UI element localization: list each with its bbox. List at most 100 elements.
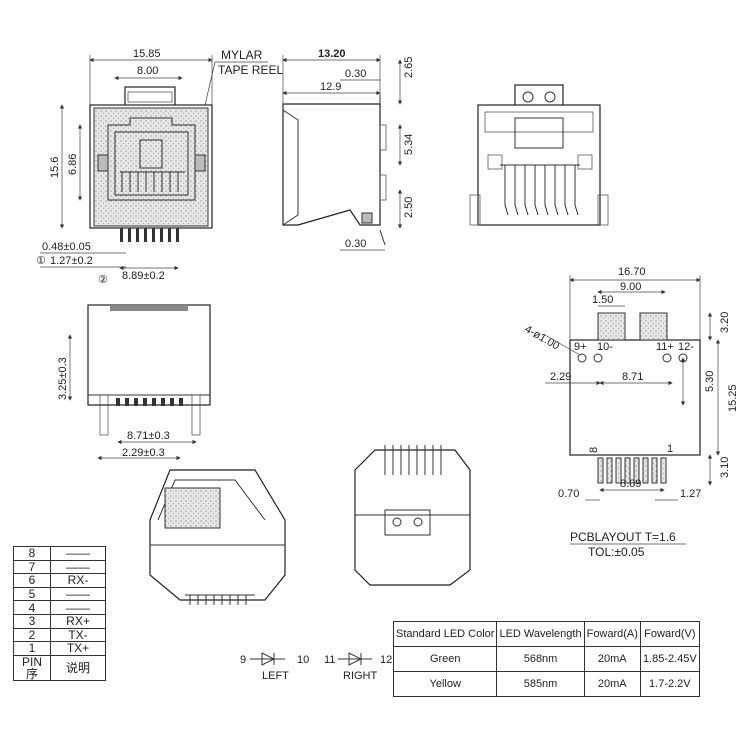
pin-header-desc: 说明 bbox=[50, 654, 106, 681]
led-header-color: Standard LED Color bbox=[392, 621, 498, 647]
pin-signal: —— bbox=[50, 600, 106, 615]
pcb-dim-v2: 15.25 bbox=[727, 384, 739, 412]
led-color: Green bbox=[392, 646, 498, 672]
rear-view bbox=[469, 84, 609, 226]
pin-signal: TX- bbox=[50, 627, 106, 643]
led-voltage: 1.85-2.45V bbox=[639, 646, 700, 672]
rear-contacts bbox=[504, 165, 579, 216]
front-dim-span: 8.89±0.2 bbox=[122, 270, 165, 282]
led-current: 20mA bbox=[583, 646, 641, 672]
led-right-label: RIGHT bbox=[343, 670, 378, 682]
bottom-dim-offset: 2.29±0.3 bbox=[122, 447, 165, 459]
bottom-view: 3.25±0.3 8.71±0.3 2.29±0.3 bbox=[57, 304, 211, 461]
pcb-hole-11 bbox=[662, 353, 672, 363]
pin-number: 2 bbox=[13, 627, 51, 643]
led-header-current: Foward(A) bbox=[583, 621, 641, 647]
iso-front-pins bbox=[189, 595, 247, 605]
led-header-row: Standard LED Color LED Wavelength Foward… bbox=[392, 621, 700, 647]
led-current: 20mA bbox=[583, 671, 641, 697]
pcb-pin-pads bbox=[597, 457, 667, 484]
front-dim-width: 15.85 bbox=[133, 48, 161, 60]
isometric-front bbox=[149, 469, 286, 605]
isometric-rear bbox=[354, 445, 471, 586]
front-pins bbox=[120, 228, 179, 242]
front-view: 15.85 8.00 15.6 6.86 0.48±0.05 ① 1.27±0.… bbox=[36, 48, 283, 286]
front-contacts bbox=[121, 172, 179, 192]
pcb-hole-10 bbox=[593, 353, 603, 363]
front-dim-inner: 8.00 bbox=[137, 65, 158, 77]
pcb-dim-slot-h: 3.20 bbox=[719, 312, 731, 333]
pin-signal: —— bbox=[50, 586, 106, 602]
rj45-port bbox=[107, 117, 196, 201]
led-header-voltage: Foward(V) bbox=[639, 621, 700, 647]
side-dim-bottom: 2.50 bbox=[403, 197, 415, 218]
bottom-dim-span: 8.71±0.3 bbox=[127, 430, 170, 442]
pin-signal: RX+ bbox=[50, 613, 106, 629]
pin-number: 4 bbox=[13, 600, 51, 615]
pin-number: 7 bbox=[13, 559, 51, 575]
side-dim-depth: 13.20 bbox=[318, 48, 346, 60]
pcb-layout: 16.70 9.00 1.50 3.20 4-ø1.00 9+ 10- 11+ … bbox=[523, 266, 740, 559]
pin-number: 3 bbox=[13, 613, 51, 629]
marker-1: ① bbox=[36, 255, 46, 267]
led-table: Standard LED Color LED Wavelength Foward… bbox=[392, 621, 700, 697]
led-left-label: LEFT bbox=[262, 670, 289, 682]
pcb-pin-11: 11+ bbox=[656, 341, 674, 353]
pcb-hole-9 bbox=[577, 353, 587, 363]
pcb-dim-center: 8.71 bbox=[622, 371, 643, 383]
pin-row: 8—— bbox=[13, 546, 106, 561]
led-left-a: 9 bbox=[240, 654, 246, 666]
led-left-b: 10 bbox=[297, 654, 309, 666]
pcb-dim-v1: 5.30 bbox=[704, 371, 716, 392]
led-right-b: 12 bbox=[380, 654, 392, 666]
front-dim-port: 6.86 bbox=[67, 154, 79, 175]
tape-reel-tab bbox=[124, 86, 176, 108]
side-dim-offset-top: 0.30 bbox=[345, 68, 366, 80]
pin-number: 5 bbox=[13, 586, 51, 602]
led-row: Yellow 585nm 20mA 1.7-2.2V bbox=[392, 671, 700, 697]
mylar-label: MYLAR bbox=[221, 48, 263, 62]
bottom-body bbox=[87, 304, 211, 406]
iso-rear-contacts bbox=[384, 445, 442, 475]
pcb-dim-pitch-right: 1.27 bbox=[680, 488, 701, 500]
pcb-pin-8: 8 bbox=[588, 447, 600, 453]
pin-row: 5—— bbox=[13, 586, 106, 602]
pcb-pin-9: 9+ bbox=[574, 341, 587, 353]
marker-2: ② bbox=[98, 274, 108, 286]
side-view: 13.20 0.30 12.9 2.65 5.34 2.50 0.30 bbox=[282, 48, 415, 251]
pcb-pin-12: 12- bbox=[678, 341, 694, 353]
pin-signal: RX- bbox=[50, 573, 106, 588]
pcb-dim-slot-w: 1.50 bbox=[592, 294, 613, 306]
side-dim-mid: 5.34 bbox=[403, 134, 415, 155]
front-dim-height: 15.6 bbox=[49, 157, 61, 178]
front-dim-pin-width: 0.48±0.05 bbox=[42, 241, 91, 253]
side-dim-offset-bottom: 0.30 bbox=[345, 238, 366, 250]
pcb-dim-left: 2.29 bbox=[550, 371, 571, 383]
pcb-dim-slots: 9.00 bbox=[620, 281, 641, 293]
bottom-pins bbox=[116, 398, 183, 406]
pcb-dim-pitch-left: 0.70 bbox=[558, 488, 579, 500]
led-wavelength: 568nm bbox=[496, 646, 585, 672]
pcb-pin-1: 1 bbox=[667, 443, 673, 455]
pcb-slot-right bbox=[639, 312, 668, 341]
tape-reel-label: TAPE REEL bbox=[218, 63, 283, 77]
pin-header-row: PIN序说明 bbox=[13, 654, 106, 681]
led-voltage: 1.7-2.2V bbox=[639, 671, 700, 697]
pin-signal: TX+ bbox=[50, 641, 106, 656]
led-wavelength: 585nm bbox=[496, 671, 585, 697]
pcb-dim-holes: 4-ø1.00 bbox=[523, 323, 562, 352]
pcb-dim-v3: 3.10 bbox=[719, 457, 731, 478]
pcb-caption: PCBLAYOUT T=1.6 bbox=[570, 530, 676, 544]
pcb-tolerance: TOL:±0.05 bbox=[588, 545, 645, 559]
led-right-a: 11 bbox=[324, 654, 335, 666]
led-symbol-right: 11 12 RIGHT bbox=[324, 652, 392, 682]
pcb-dim-span: 8.89 bbox=[620, 478, 641, 490]
pin-signal: —— bbox=[50, 546, 106, 561]
pcb-outline bbox=[569, 339, 701, 456]
pin-row: 4—— bbox=[13, 600, 106, 615]
